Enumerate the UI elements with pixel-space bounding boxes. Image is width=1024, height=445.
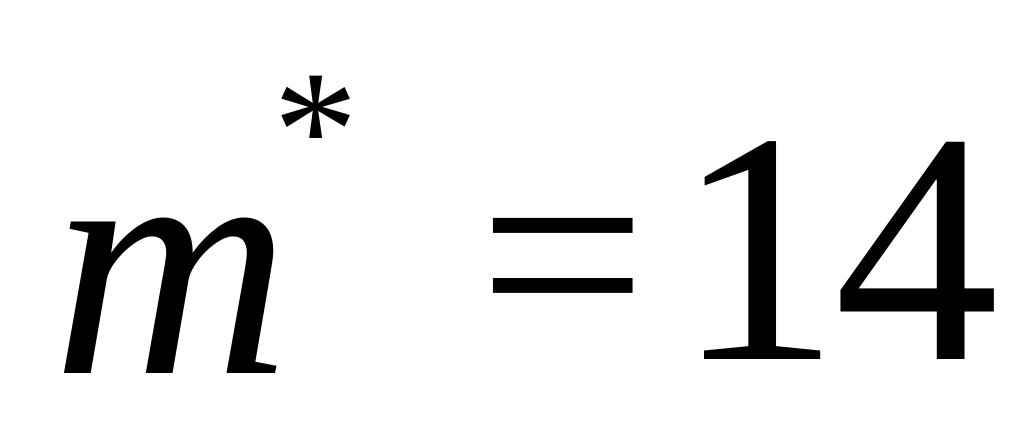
formula: m * = 14: [52, 36, 999, 428]
formula-operator: =: [478, 88, 648, 420]
formula-variable: m: [52, 80, 291, 445]
formula-value: 14: [675, 66, 999, 431]
formula-superscript: *: [273, 36, 358, 224]
